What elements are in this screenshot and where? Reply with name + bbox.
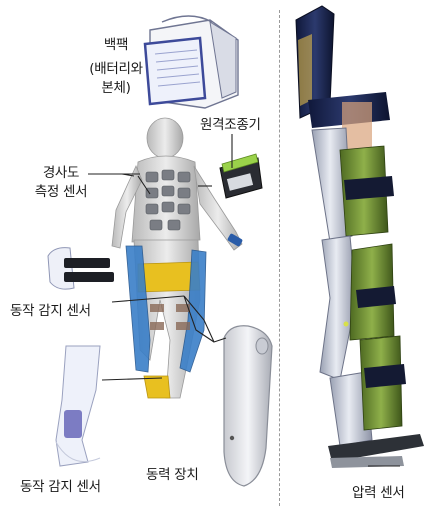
arm-band-sensor-illustration <box>48 248 114 289</box>
remote-controller-illustration <box>220 154 262 198</box>
power-unit-label: 동력 장치 <box>146 466 198 485</box>
backpack-detail: (배터리와 본체) <box>74 60 158 98</box>
panel-divider <box>279 10 280 506</box>
backpack-illustration <box>145 16 238 108</box>
backpack-label: 백팩 <box>88 36 144 55</box>
foot-sensor-illustration <box>56 346 100 466</box>
exoskeleton-side-view <box>296 6 424 468</box>
backpack-detail-line-1: (배터리와 <box>74 60 158 79</box>
remote-label: 원격조종기 <box>200 116 261 135</box>
backpack-title: 백팩 <box>88 36 144 55</box>
tilt-sensor-line-2: 측정 센서 <box>30 183 92 202</box>
power-unit-illustration <box>224 326 272 486</box>
motion-sensor-lower-label: 동작 감지 센서 <box>20 478 101 497</box>
tilt-sensor-label: 경사도 측정 센서 <box>30 164 92 202</box>
tilt-sensor-line-1: 경사도 <box>30 164 92 183</box>
motion-sensor-upper-label: 동작 감지 센서 <box>10 302 91 321</box>
backpack-detail-line-2: 본체) <box>74 79 158 98</box>
pressure-sensor-label: 압력 센서 <box>352 484 404 503</box>
